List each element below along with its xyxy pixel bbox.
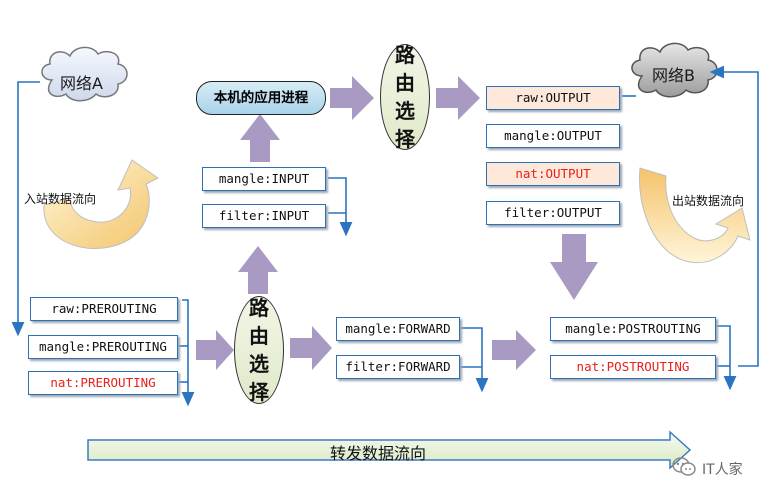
cloud-b-label: 网络B — [652, 66, 695, 85]
output-nat-box: nat:OUTPUT — [486, 162, 620, 186]
table-name: mangle — [504, 128, 550, 143]
table-name: mangle — [565, 321, 611, 336]
table-name: nat — [50, 375, 73, 390]
watermark-text: IT人家 — [702, 462, 743, 478]
chain-name: PREROUTING — [80, 375, 156, 390]
input-mangle-box: mangle:INPUT — [202, 167, 326, 191]
chain-name: OUTPUT — [556, 128, 602, 143]
table-name: raw — [51, 301, 74, 316]
table-name: raw — [515, 90, 538, 105]
output-raw-box: raw:OUTPUT — [486, 86, 620, 110]
table-name: mangle — [39, 339, 85, 354]
postrouting-mangle-box: mangle:POSTROUTING — [550, 317, 716, 341]
input-filter-box: filter:INPUT — [202, 204, 326, 228]
chain-name: OUTPUT — [556, 205, 602, 220]
routing-char: 选 — [249, 352, 269, 376]
routing-char: 路 — [395, 43, 415, 67]
cloud-b-shape — [631, 42, 718, 98]
forward-flow-label: 转发数据流向 — [330, 444, 427, 463]
routing-char: 择 — [395, 127, 415, 151]
prerouting-mangle-box: mangle:PREROUTING — [28, 335, 178, 359]
forward-mangle-box: mangle:FORWARD — [336, 317, 460, 341]
table-name: filter — [504, 205, 550, 220]
postrouting-nat-box: nat:POSTROUTING — [550, 355, 716, 379]
flow-arrows — [196, 76, 598, 370]
chain-name: POSTROUTING — [617, 321, 701, 336]
forward-filter-box: filter:FORWARD — [336, 355, 460, 379]
cloud-a-label: 网络A — [60, 74, 103, 93]
prerouting-raw-box: raw:PREROUTING — [30, 297, 178, 321]
output-filter-box: filter:OUTPUT — [486, 201, 620, 225]
prerouting-nat-box: nat:PREROUTING — [28, 371, 178, 395]
table-name: nat — [515, 166, 538, 181]
chain-name: OUTPUT — [545, 90, 591, 105]
routing-char: 选 — [395, 99, 415, 123]
routing-decision-bottom: 路 由 选 择 — [234, 296, 284, 404]
output-mangle-box: mangle:OUTPUT — [486, 124, 620, 148]
chain-name: POSTROUTING — [606, 359, 690, 374]
chain-name: PREROUTING — [81, 301, 157, 316]
app-process-node: 本机的应用进程 — [196, 81, 326, 115]
chain-name: PREROUTING — [91, 339, 167, 354]
routing-char: 由 — [395, 71, 415, 95]
routing-char: 由 — [249, 324, 269, 348]
chain-name: OUTPUT — [545, 166, 591, 181]
routing-char: 路 — [249, 296, 269, 320]
routing-char: 择 — [249, 380, 269, 404]
wechat-icon-shape — [672, 457, 696, 476]
inbound-flow-label: 入站数据流向 — [24, 192, 97, 206]
outbound-flow-label: 出站数据流向 — [672, 194, 745, 208]
cloud-a-shape — [41, 46, 128, 102]
table-name: nat — [576, 359, 600, 374]
routing-decision-top: 路 由 选 择 — [380, 43, 430, 151]
